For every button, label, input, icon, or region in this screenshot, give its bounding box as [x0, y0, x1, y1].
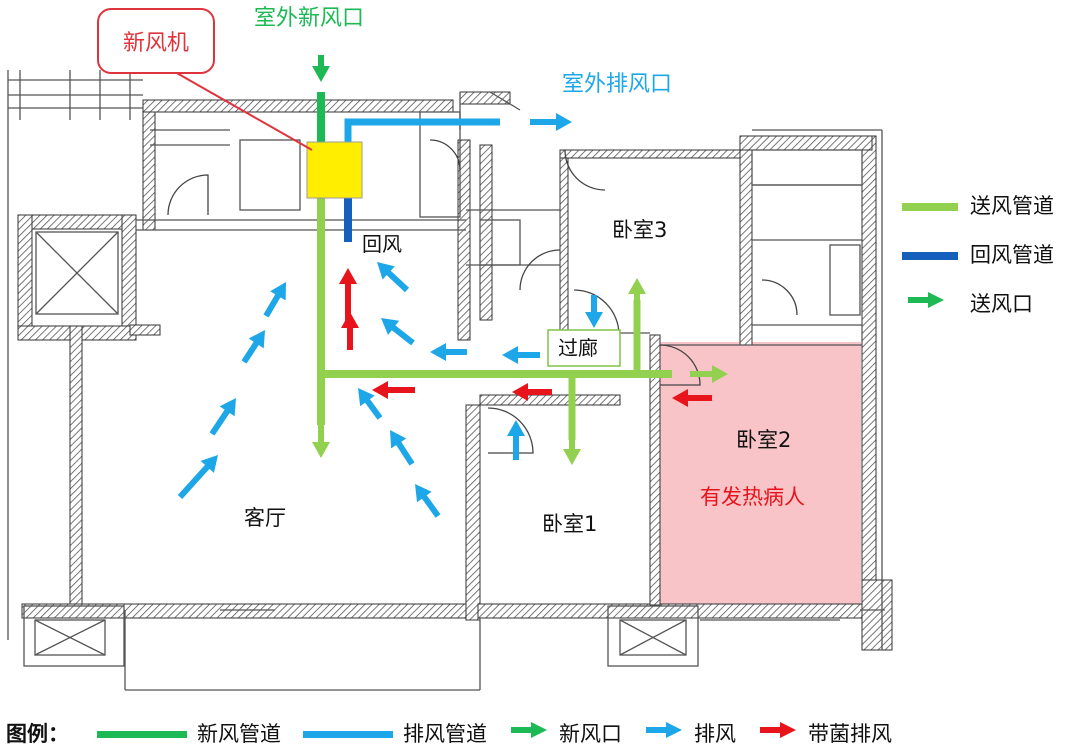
bottom-legend: 图例： 新风管道 排风管道 新风口 排风 带菌排风 [0, 712, 1080, 753]
exhaust-arrow [507, 420, 525, 460]
legend-label: 新风管道 [197, 721, 281, 746]
right-legend-item: 回风管道 [902, 229, 1077, 278]
exhaust-arrow [390, 430, 415, 466]
exhaust-duct [344, 118, 500, 142]
contaminated-arrow [672, 389, 712, 407]
fresh-air-unit [306, 141, 363, 199]
legend-label: 带菌排风 [808, 721, 892, 746]
right-legend: 送风管道 回风管道 送风口 [902, 180, 1077, 327]
exhaust-outlet-arrow [530, 113, 572, 131]
supply-arrow-bedroom1 [563, 420, 581, 465]
callout-pointer [174, 71, 313, 151]
blue-line-icon [902, 242, 962, 266]
outdoor-exhaust-label: 室外排风口 [562, 72, 673, 97]
legend-title: 图例： [6, 721, 69, 746]
bedroom2-label: 卧室2 [736, 428, 792, 452]
supply-arrow-living [312, 400, 330, 458]
right-legend-label: 回风管道 [970, 242, 1054, 267]
legend-item: 排风管道 [303, 718, 487, 748]
legend-item: 排风 [644, 718, 736, 748]
callout-text: 新风机 [122, 31, 189, 56]
return-air-label: 回风 [362, 232, 402, 256]
fresh-inlet-arrow-icon [509, 720, 549, 745]
contaminated-arrow [339, 268, 357, 322]
legend-label: 排风管道 [403, 721, 487, 746]
exhaust-arrow [381, 318, 415, 346]
exhaust-arrow [502, 346, 540, 364]
living-room-label: 客厅 [244, 506, 286, 530]
corridor-label: 过廊 [558, 336, 598, 360]
right-legend-label: 送风管道 [970, 193, 1054, 218]
contaminated-arrow [341, 312, 359, 350]
exhaust-arrow [358, 388, 383, 420]
contaminated-arrow-icon [758, 720, 798, 745]
airflow-arrows [177, 55, 728, 518]
bedroom3-label: 卧室3 [612, 218, 668, 242]
exhaust-arrow [263, 282, 286, 318]
supply-arrow-bedroom2 [690, 365, 728, 383]
legend-item: 带菌排风 [758, 718, 892, 748]
bedroom1-label: 卧室1 [542, 512, 598, 536]
exhaust-arrow [177, 455, 218, 500]
fresh-duct-line-icon [97, 721, 187, 745]
exhaust-arrow [241, 330, 265, 364]
patient-label: 有发热病人 [700, 485, 805, 509]
legend-label: 新风口 [559, 721, 622, 746]
contaminated-arrow [372, 381, 415, 399]
fresh-inlet-arrow [312, 55, 330, 82]
exhaust-duct-line-icon [303, 721, 393, 745]
green-arrow-icon [902, 290, 962, 315]
exhaust-arrow [209, 398, 236, 436]
right-legend-item: 送风口 [902, 278, 1077, 327]
outdoor-fresh-inlet-label: 室外新风口 [254, 6, 365, 31]
exhaust-arrow-icon [644, 720, 684, 745]
floor-plan [7, 55, 893, 691]
door-swings [167, 139, 798, 454]
patient-room-area [657, 342, 861, 604]
legend-label: 排风 [694, 721, 736, 746]
corridor-label-box [547, 329, 621, 367]
legend-item: 新风口 [509, 718, 622, 748]
right-legend-item: 送风管道 [902, 180, 1077, 229]
legend-item: 新风管道 [97, 718, 281, 748]
walls [17, 91, 893, 651]
ducts [317, 92, 672, 440]
exhaust-arrow [415, 484, 441, 518]
exhaust-arrow [430, 343, 467, 361]
right-legend-label: 送风口 [970, 291, 1033, 316]
green-line-icon [902, 193, 962, 217]
contaminated-arrow [512, 383, 552, 401]
fresh-air-unit-callout: 新风机 [97, 8, 215, 74]
exhaust-arrow [377, 262, 410, 293]
exhaust-arrow [585, 295, 603, 328]
supply-arrow-bedroom3 [628, 278, 646, 325]
